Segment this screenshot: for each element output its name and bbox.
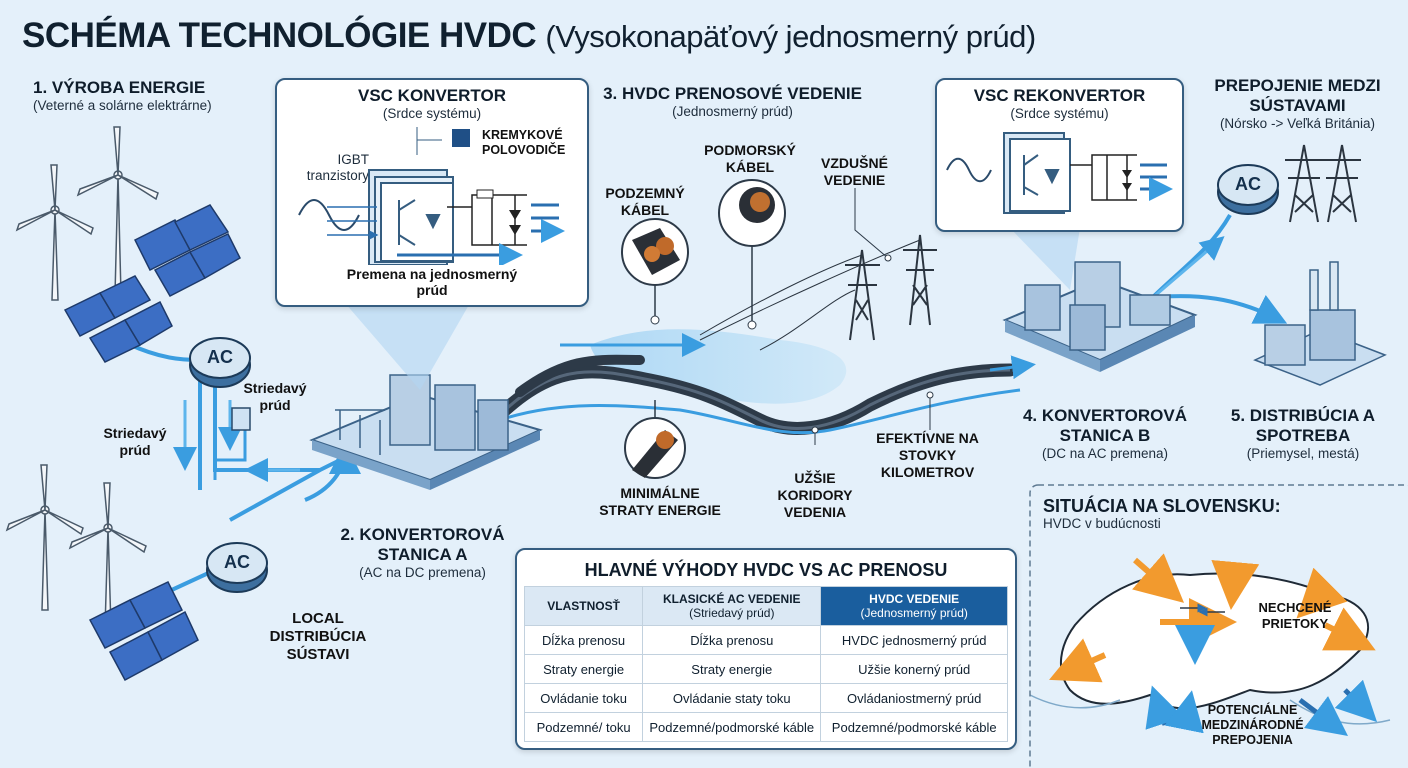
cable-cross-section-icon bbox=[621, 179, 786, 479]
section-distribution: 5. DISTRIBÚCIA A SPOTREBA (Priemysel, me… bbox=[1228, 406, 1378, 462]
section-subtitle: (Priemysel, mestá) bbox=[1246, 446, 1360, 461]
table-title: HLAVNÉ VÝHODY HVDC VS AC PRENOSU bbox=[584, 560, 948, 580]
header-label: VLASTNOSŤ bbox=[547, 599, 620, 613]
title-sub: (Vysokonapäťový jednosmerný prúd) bbox=[545, 19, 1036, 54]
section-subtitle: (Nórsko -> Veľká Británia) bbox=[1219, 116, 1376, 131]
igbt-symbol-icon bbox=[298, 127, 577, 265]
table-cell: Straty energie bbox=[642, 654, 822, 684]
header-hvdc: HVDC VEDENIE (Jednosmerný prúd) bbox=[820, 586, 1008, 626]
table-row: Podzemné/ toku Podzemné/podmorské káble … bbox=[523, 712, 1008, 742]
section-title: 2. KONVERTOROVÁ STANICA A bbox=[340, 525, 505, 564]
table-row: Dĺžka prenosu Dĺžka prenosu HVDC jednosm… bbox=[523, 625, 1008, 655]
pylon-icon bbox=[845, 144, 1361, 341]
unwanted-flows-arrows bbox=[1049, 553, 1376, 683]
panel-title: VSC REKONVERTOR bbox=[973, 86, 1146, 105]
chip-icon bbox=[452, 129, 470, 147]
table-row: Straty energie Straty energie Užšie kone… bbox=[523, 654, 1008, 684]
header-label: KLASICKÉ AC VEDENIE bbox=[662, 592, 801, 606]
advantages-table-panel: HLAVNÉ VÝHODY HVDC VS AC PRENOSU VLASTNO… bbox=[515, 548, 1017, 750]
title-main: SCHÉMA TECHNOLÓGIE HVDC bbox=[22, 16, 537, 55]
header-sublabel: (Jednosmerný prúd) bbox=[860, 606, 968, 620]
section-title: 4. KONVERTOROVÁ STANICA B bbox=[1022, 406, 1188, 445]
header-property: VLASTNOSŤ bbox=[523, 586, 644, 626]
label-submarine-cable: PODMORSKÝ KÁBEL bbox=[704, 142, 796, 175]
ac-node-icon bbox=[189, 164, 1279, 593]
label-potential-interconnections: POTENCIÁLNE MEDZINÁRODNÉ PREPOJENIA bbox=[1201, 703, 1304, 747]
header-ac: KLASICKÉ AC VEDENIE (Striedavý prúd) bbox=[642, 586, 822, 626]
label-ac-current: Striedavý prúd bbox=[243, 380, 307, 413]
section-slovakia: SITUÁCIA NA SLOVENSKU: HVDC v budúcnosti bbox=[1043, 496, 1281, 532]
section-title: 3. HVDC PRENOSOVÉ VEDENIE bbox=[603, 84, 862, 103]
sine-wave-icon bbox=[298, 199, 360, 231]
label-overhead-line: VZDUŠNÉ VEDENIE bbox=[821, 155, 888, 188]
table-cell: Ovládanie staty toku bbox=[642, 683, 822, 713]
table-cell: Ovládaniostmerný prúd bbox=[820, 683, 1008, 713]
section-title: 1. VÝROBA ENERGIE bbox=[33, 78, 206, 97]
igbt-symbol-icon bbox=[946, 132, 1177, 214]
label-minimal-losses: MINIMÁLNE STRATY ENERGIE bbox=[599, 485, 721, 518]
table-cell: HVDC jednosmerný prúd bbox=[820, 625, 1008, 655]
page-title: SCHÉMA TECHNOLÓGIE HVDC (Vysokonapäťový … bbox=[22, 16, 1036, 56]
table-cell: Podzemné/podmorské káble bbox=[642, 712, 822, 742]
label-local-distribution: LOCAL DISTRIBÚCIA SÚSTAVI bbox=[269, 610, 367, 663]
section-station-a: 2. KONVERTOROVÁ STANICA A (AC na DC prem… bbox=[330, 525, 515, 581]
ac-node-label: AC bbox=[224, 552, 250, 572]
header-sublabel: (Striedavý prúd) bbox=[689, 606, 775, 620]
section-subtitle: HVDC v budúcnosti bbox=[1043, 516, 1161, 531]
table-cell: Dĺžka prenosu bbox=[523, 625, 644, 655]
igbt-label: IGBT tranzistory bbox=[306, 152, 369, 183]
table-cell: Straty energie bbox=[523, 654, 644, 684]
table-cell: Užšie konerný prúd bbox=[820, 654, 1008, 684]
ac-node-label: AC bbox=[1235, 174, 1261, 194]
chip-label: KREMYKOVÉ POLOVODIČE bbox=[482, 128, 566, 157]
vsc-converter-panel: VSC KONVERTOR (Srdce systému) IGBT tranz… bbox=[275, 78, 589, 307]
header-label: HVDC VEDENIE bbox=[869, 592, 960, 606]
section-generation: 1. VÝROBA ENERGIE (Veterné a solárne ele… bbox=[33, 78, 212, 114]
table-cell: Dĺžka prenosu bbox=[642, 625, 822, 655]
ac-node-label: AC bbox=[207, 347, 233, 367]
section-title: SITUÁCIA NA SLOVENSKU: bbox=[1043, 496, 1281, 516]
label-unwanted-flows: NECHCENÉ PRIETOKY bbox=[1258, 600, 1332, 631]
label-underground-cable: PODZEMNÝ KÁBEL bbox=[605, 185, 685, 218]
wind-turbine-icon bbox=[5, 126, 159, 629]
section-hvdc-line: 3. HVDC PRENOSOVÉ VEDENIE (Jednosmerný p… bbox=[600, 84, 865, 120]
sea-area bbox=[590, 329, 847, 404]
table-row: Ovládanie toku Ovládanie staty toku Ovlá… bbox=[523, 683, 1008, 713]
converter-station-a-icon bbox=[309, 374, 543, 490]
label-ac-current: Striedavý prúd bbox=[103, 425, 167, 458]
section-subtitle: (DC na AC premena) bbox=[1041, 446, 1169, 461]
table-cell: Ovládanie toku bbox=[523, 683, 644, 713]
panel-title: VSC KONVERTOR bbox=[358, 86, 506, 105]
panel-subtitle: (Srdce systému) bbox=[1010, 106, 1109, 121]
section-subtitle: (Veterné a solárne elektrárne) bbox=[33, 98, 212, 113]
section-interconnect: PREPOJENIE MEDZI SÚSTAVAMI (Nórsko -> Ve… bbox=[1195, 76, 1400, 132]
converter-station-b-icon bbox=[1002, 261, 1198, 372]
label-efficient-distance: EFEKTÍVNE NA STOVKY KILOMETROV bbox=[876, 430, 979, 480]
section-station-b: 4. KONVERTOROVÁ STANICA B (DC na AC prem… bbox=[1015, 406, 1195, 462]
panel-subtitle: (Srdce systému) bbox=[382, 106, 482, 121]
table-header-row: VLASTNOSŤ KLASICKÉ AC VEDENIE (Striedavý… bbox=[523, 586, 1008, 626]
slovakia-map-icon bbox=[1029, 572, 1391, 725]
table-cell: Podzemné/ toku bbox=[523, 712, 644, 742]
label-narrow-corridors: UŽŠIE KORIDORY VEDENIA bbox=[777, 470, 853, 520]
advantages-table: VLASTNOSŤ KLASICKÉ AC VEDENIE (Striedavý… bbox=[523, 586, 1008, 742]
section-subtitle: (AC na DC premena) bbox=[359, 565, 486, 580]
section-title: 5. DISTRIBÚCIA A SPOTREBA bbox=[1230, 406, 1376, 445]
table-cell: Podzemné/podmorské káble bbox=[820, 712, 1008, 742]
section-title: PREPOJENIE MEDZI SÚSTAVAMI bbox=[1214, 76, 1381, 115]
solar-panel-icon bbox=[63, 204, 241, 682]
vsc-reconverter-panel: VSC REKONVERTOR (Srdce systému) bbox=[935, 78, 1184, 232]
factory-icon bbox=[1253, 261, 1387, 386]
conversion-note: Premena na jednosmerný prúd bbox=[346, 266, 518, 298]
section-subtitle: (Jednosmerný prúd) bbox=[672, 104, 793, 119]
